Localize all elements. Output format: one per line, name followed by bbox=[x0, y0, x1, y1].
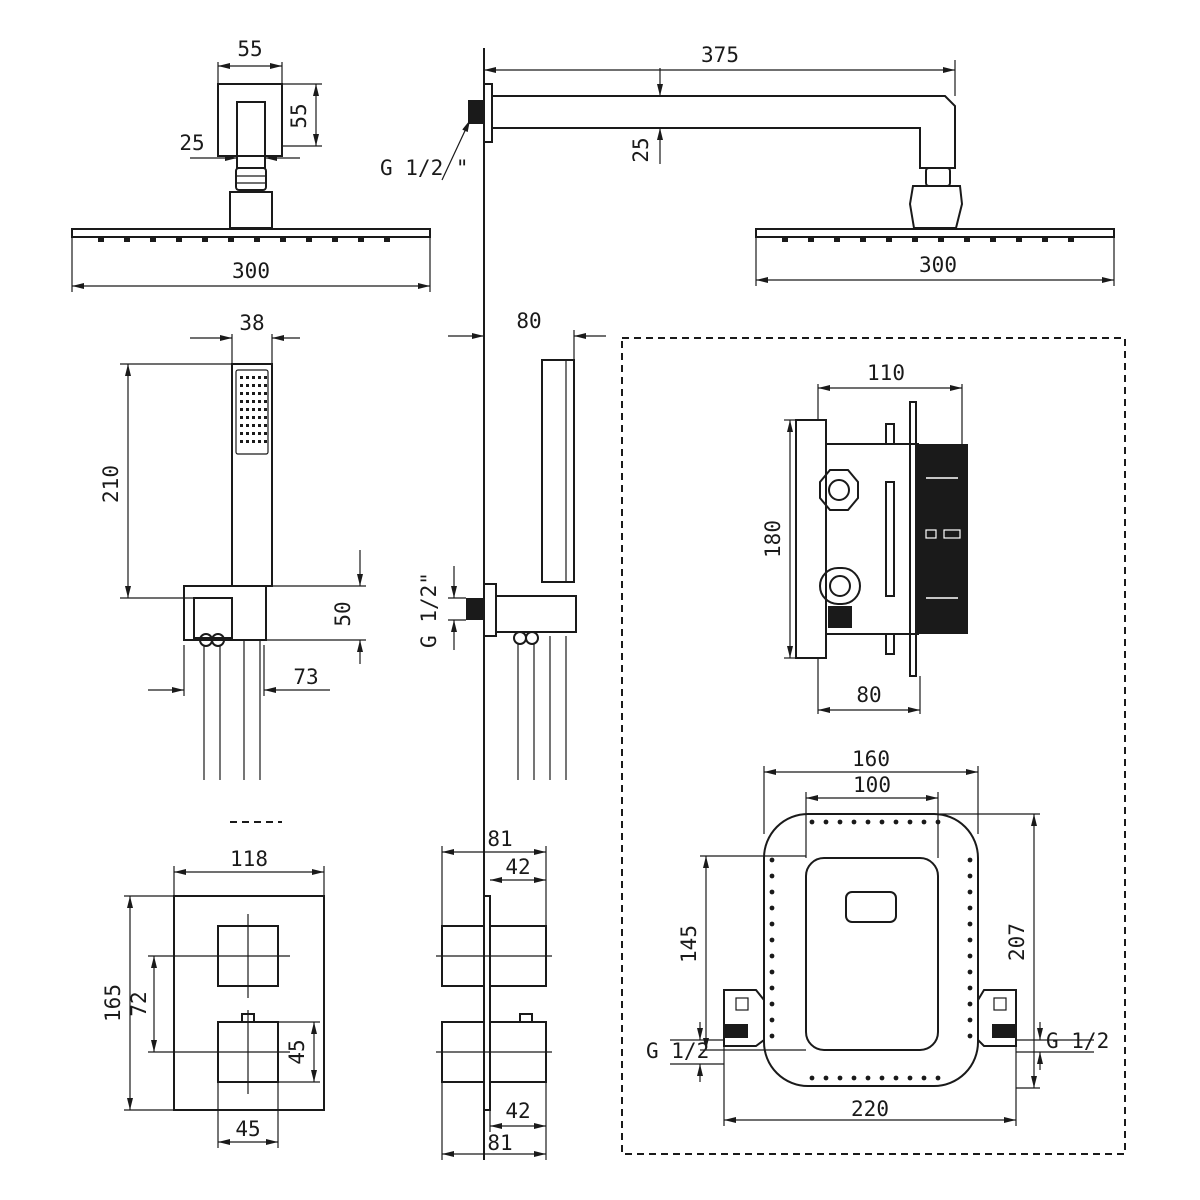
dimension-label: 38 bbox=[239, 311, 264, 335]
dimension-head-square-width: 55 bbox=[217, 37, 283, 84]
dimension-label: 42 bbox=[505, 855, 530, 879]
dimension-arm-height: 25 bbox=[629, 68, 663, 164]
dimension-box-height-180: 180 bbox=[761, 419, 796, 659]
dimension-knob-size-vertical: 45 bbox=[278, 1021, 320, 1083]
dimension-label: 300 bbox=[919, 253, 957, 277]
dimension-thread-holder: G 1/2" bbox=[417, 566, 466, 650]
dimension-label: 207 bbox=[1005, 923, 1029, 961]
dimension-label: 81 bbox=[487, 827, 512, 851]
dimension-label: G 1/2 bbox=[1046, 1029, 1109, 1053]
dimension-label: 80 bbox=[856, 683, 881, 707]
dimension-label: 100 bbox=[853, 773, 891, 797]
dimension-rough-width-220: 220 bbox=[723, 1046, 1017, 1126]
dimension-rough-width-100: 100 bbox=[805, 773, 939, 858]
dimension-side-81-bottom: 81 bbox=[441, 1082, 546, 1160]
dimension-label: 300 bbox=[232, 259, 270, 283]
dimension-label: 180 bbox=[761, 520, 785, 558]
dimension-label: 210 bbox=[99, 465, 123, 503]
dimension-label: 45 bbox=[235, 1117, 260, 1141]
dimension-knob-size-horizontal: 45 bbox=[217, 1082, 279, 1148]
dimension-rough-height-207: 207 bbox=[940, 813, 1040, 1089]
dimension-label: G 1/2" bbox=[417, 572, 441, 648]
dimension-side-81-top: 81 bbox=[441, 827, 547, 926]
dimension-rough-height-145: 145 bbox=[677, 855, 806, 1051]
dimension-side-42-top: 42 bbox=[490, 855, 546, 883]
dimension-thread-top: G 1/2 " bbox=[380, 119, 471, 181]
dimension-rough-width-160: 160 bbox=[763, 747, 979, 834]
dimension-label: 25 bbox=[179, 131, 204, 155]
dimension-thread-left: G 1/2 bbox=[646, 1022, 724, 1082]
dimension-label: 80 bbox=[516, 309, 541, 333]
dimension-label: 25 bbox=[629, 137, 653, 162]
dimension-label: 55 bbox=[287, 103, 311, 128]
dimension-arm-offset-left: 25 bbox=[179, 131, 300, 161]
dimension-box-depth-80: 80 bbox=[817, 658, 921, 714]
dimension-label: 165 bbox=[101, 984, 125, 1022]
dimension-label: 160 bbox=[852, 747, 890, 771]
mixer-side-view bbox=[436, 895, 552, 1111]
dimension-label: G 1/2 bbox=[646, 1039, 709, 1063]
dimension-head-right-width: 300 bbox=[755, 237, 1115, 286]
rough-in-front-view bbox=[723, 813, 1017, 1087]
dimension-wall-depth-80: 80 bbox=[448, 309, 606, 360]
dimension-box-width-110: 110 bbox=[817, 361, 963, 444]
dimension-label: 110 bbox=[867, 361, 905, 385]
concealed-box-side-view bbox=[795, 401, 968, 677]
dimension-label: 45 bbox=[285, 1039, 309, 1064]
dimension-plate-width: 118 bbox=[173, 847, 325, 896]
dimension-label: 72 bbox=[127, 991, 151, 1016]
dimension-label: 55 bbox=[237, 37, 262, 61]
dimension-label: 145 bbox=[677, 925, 701, 963]
dimension-label: 73 bbox=[293, 665, 318, 689]
dimension-label: G 1/2 " bbox=[380, 156, 469, 180]
dimension-label: 118 bbox=[230, 847, 268, 871]
dimension-handshower-length: 210 bbox=[99, 363, 232, 599]
dimension-arm-length: 375 bbox=[484, 43, 956, 96]
dimension-handshower-width: 38 bbox=[190, 311, 300, 364]
hand-shower-side-view bbox=[466, 359, 577, 780]
dimension-holder-offset: 73 bbox=[148, 645, 330, 696]
dimension-holder-height: 50 bbox=[266, 550, 366, 664]
dimension-label: 81 bbox=[487, 1131, 512, 1155]
dimension-label: 375 bbox=[701, 43, 739, 67]
dimension-head-square-height: 55 bbox=[282, 83, 322, 147]
dimension-label: 220 bbox=[851, 1097, 889, 1121]
dimension-side-42-bottom: 42 bbox=[489, 1082, 547, 1160]
dimension-head-left-width: 300 bbox=[71, 237, 431, 292]
mixer-plate-front-view bbox=[173, 895, 325, 1111]
dimension-thread-right: G 1/2 bbox=[1016, 1022, 1109, 1070]
dimension-label: 50 bbox=[331, 601, 355, 626]
dimension-label: 42 bbox=[505, 1099, 530, 1123]
hand-shower-front-view bbox=[183, 363, 282, 823]
shower-arm-side-view bbox=[468, 83, 1115, 242]
dimension-plate-height: 165 bbox=[101, 895, 174, 1111]
rain-head-front-view bbox=[71, 83, 431, 242]
dimension-knob-distance: 72 bbox=[127, 955, 206, 1053]
